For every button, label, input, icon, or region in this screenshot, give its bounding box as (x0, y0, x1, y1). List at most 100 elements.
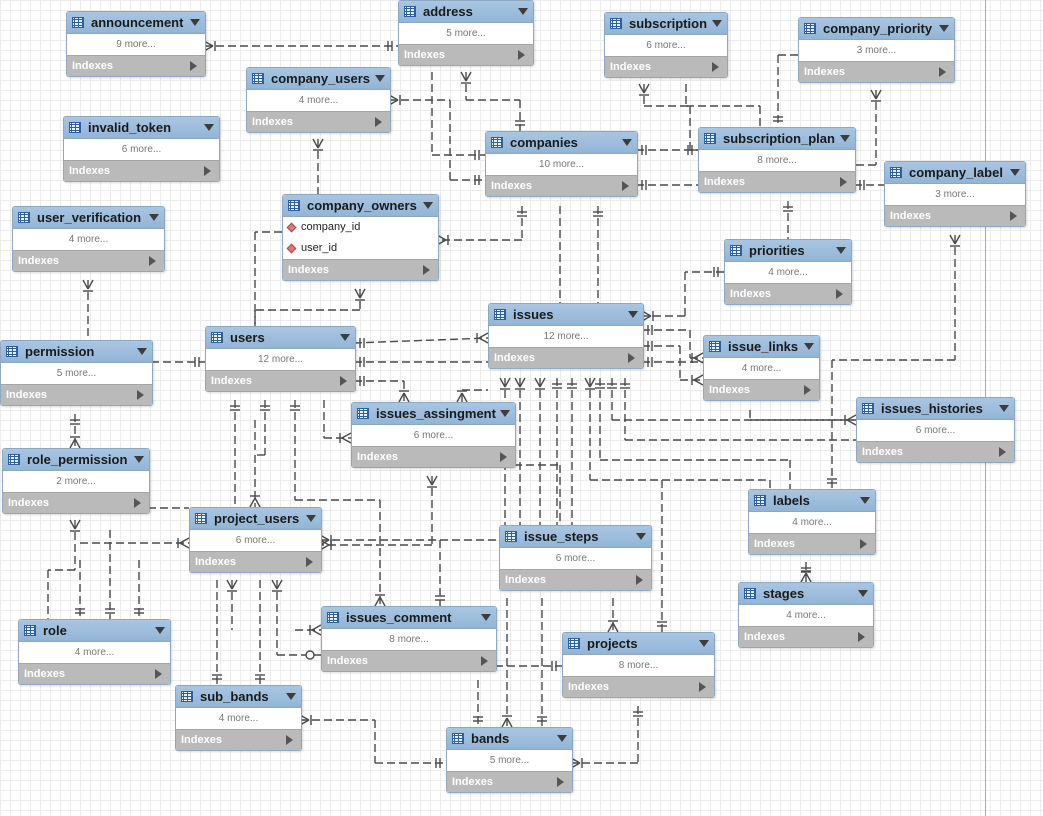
expand-arrow-icon[interactable] (518, 50, 525, 60)
table-subscription-plan[interactable]: subscription_plan 8 more... Indexes (698, 127, 856, 193)
expand-arrow-icon[interactable] (836, 289, 843, 299)
collapse-arrow-icon[interactable] (155, 627, 165, 634)
table-company-priority[interactable]: company_priority 3 more... Indexes (798, 17, 955, 83)
more-columns[interactable]: 5 more... (1, 363, 152, 384)
indexes-section[interactable]: Indexes (399, 44, 533, 65)
table-header[interactable]: sub_bands (176, 686, 301, 708)
more-columns[interactable]: 6 more... (500, 548, 651, 569)
more-columns[interactable]: 12 more... (489, 326, 643, 347)
table-header[interactable]: issues_histories (857, 398, 1014, 420)
collapse-arrow-icon[interactable] (190, 19, 200, 26)
indexes-section[interactable]: Indexes (725, 283, 851, 304)
table-issues-histories[interactable]: issues_histories 6 more... Indexes (856, 397, 1015, 463)
column-company-id[interactable]: company_id (283, 217, 438, 238)
more-columns[interactable]: 4 more... (704, 358, 819, 379)
indexes-section[interactable]: Indexes (1, 384, 152, 405)
indexes-section[interactable]: Indexes (857, 441, 1014, 462)
collapse-arrow-icon[interactable] (636, 533, 646, 540)
indexes-section[interactable]: Indexes (352, 446, 515, 467)
table-header[interactable]: company_users (247, 68, 390, 90)
more-columns[interactable]: 5 more... (447, 750, 572, 771)
table-header[interactable]: announcement (67, 12, 205, 34)
collapse-arrow-icon[interactable] (557, 735, 567, 742)
collapse-arrow-icon[interactable] (858, 590, 868, 597)
table-issues-comment[interactable]: issues_comment 8 more... Indexes (321, 606, 497, 672)
table-header[interactable]: projects (563, 633, 714, 655)
expand-arrow-icon[interactable] (155, 669, 162, 679)
expand-arrow-icon[interactable] (939, 67, 946, 77)
table-header[interactable]: company_owners (283, 195, 438, 217)
table-role[interactable]: role 4 more... Indexes (18, 619, 171, 685)
collapse-arrow-icon[interactable] (134, 456, 144, 463)
expand-arrow-icon[interactable] (306, 557, 313, 567)
more-columns[interactable]: 4 more... (247, 90, 390, 111)
table-header[interactable]: stages (739, 583, 873, 605)
collapse-arrow-icon[interactable] (712, 20, 722, 27)
table-announcement[interactable]: announcement 9 more... Indexes (66, 11, 206, 77)
indexes-section[interactable]: Indexes (447, 771, 572, 792)
more-columns[interactable]: 8 more... (322, 629, 496, 650)
expand-arrow-icon[interactable] (137, 390, 144, 400)
expand-arrow-icon[interactable] (858, 632, 865, 642)
table-users[interactable]: users 12 more... Indexes (205, 326, 356, 392)
table-header[interactable]: users (206, 327, 355, 349)
table-header[interactable]: issues_comment (322, 607, 496, 629)
more-columns[interactable]: 4 more... (13, 229, 164, 250)
indexes-section[interactable]: Indexes (283, 259, 438, 280)
table-header[interactable]: issues (489, 304, 643, 326)
table-header[interactable]: company_label (885, 162, 1025, 184)
table-header[interactable]: companies (486, 132, 637, 154)
collapse-arrow-icon[interactable] (804, 343, 814, 350)
table-header[interactable]: issues_assingment (352, 403, 515, 425)
table-companies[interactable]: companies 10 more... Indexes (485, 131, 638, 197)
indexes-section[interactable]: Indexes (190, 551, 321, 572)
table-company-label[interactable]: company_label 3 more... Indexes (884, 161, 1026, 227)
expand-arrow-icon[interactable] (134, 498, 141, 508)
collapse-arrow-icon[interactable] (999, 405, 1009, 412)
collapse-arrow-icon[interactable] (423, 202, 433, 209)
expand-arrow-icon[interactable] (204, 166, 211, 176)
collapse-arrow-icon[interactable] (628, 311, 638, 318)
table-stages[interactable]: stages 4 more... Indexes (738, 582, 874, 648)
indexes-section[interactable]: Indexes (206, 370, 355, 391)
more-columns[interactable]: 6 more... (64, 139, 219, 160)
more-columns[interactable]: 8 more... (563, 655, 714, 676)
table-priorities[interactable]: priorities 4 more... Indexes (724, 239, 852, 305)
collapse-arrow-icon[interactable] (518, 8, 528, 15)
indexes-section[interactable]: Indexes (739, 626, 873, 647)
collapse-arrow-icon[interactable] (149, 214, 159, 221)
collapse-arrow-icon[interactable] (939, 25, 949, 32)
table-issues-assingment[interactable]: issues_assingment 6 more... Indexes (351, 402, 516, 468)
collapse-arrow-icon[interactable] (1010, 169, 1020, 176)
expand-arrow-icon[interactable] (804, 385, 811, 395)
more-columns[interactable]: 8 more... (699, 150, 855, 171)
collapse-arrow-icon[interactable] (340, 334, 350, 341)
expand-arrow-icon[interactable] (999, 447, 1006, 457)
table-header[interactable]: address (399, 1, 533, 23)
table-sub-bands[interactable]: sub_bands 4 more... Indexes (175, 685, 302, 751)
collapse-arrow-icon[interactable] (204, 124, 214, 131)
more-columns[interactable]: 3 more... (799, 40, 954, 61)
expand-arrow-icon[interactable] (1010, 211, 1017, 221)
more-columns[interactable]: 2 more... (3, 471, 149, 492)
table-subscription[interactable]: subscription 6 more... Indexes (604, 12, 728, 78)
expand-arrow-icon[interactable] (423, 265, 430, 275)
collapse-arrow-icon[interactable] (500, 410, 510, 417)
indexes-section[interactable]: Indexes (247, 111, 390, 132)
table-labels[interactable]: labels 4 more... Indexes (748, 489, 876, 555)
table-header[interactable]: subscription_plan (699, 128, 855, 150)
more-columns[interactable]: 6 more... (857, 420, 1014, 441)
table-header[interactable]: labels (749, 490, 875, 512)
more-columns[interactable]: 3 more... (885, 184, 1025, 205)
collapse-arrow-icon[interactable] (699, 640, 709, 647)
table-header[interactable]: issue_links (704, 336, 819, 358)
table-invalid-token[interactable]: invalid_token 6 more... Indexes (63, 116, 220, 182)
table-header[interactable]: role (19, 620, 170, 642)
indexes-section[interactable]: Indexes (489, 347, 643, 368)
indexes-section[interactable]: Indexes (322, 650, 496, 671)
indexes-section[interactable]: Indexes (3, 492, 149, 513)
indexes-section[interactable]: Indexes (64, 160, 219, 181)
column-user-id[interactable]: user_id (283, 238, 438, 259)
more-columns[interactable]: 10 more... (486, 154, 637, 175)
collapse-arrow-icon[interactable] (860, 497, 870, 504)
